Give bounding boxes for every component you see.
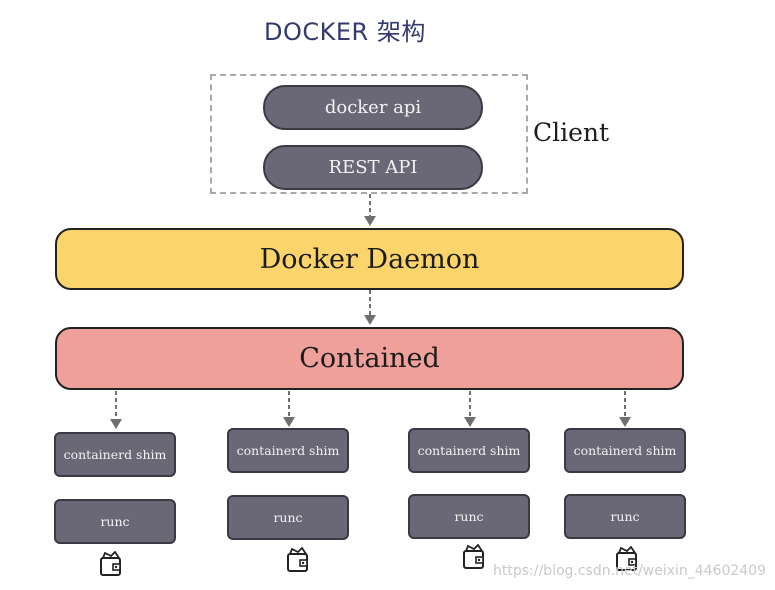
container-icon-1 (100, 551, 121, 576)
arrow-contained-to-shim-4 (619, 391, 631, 427)
container-icon-3 (463, 544, 484, 569)
arrow-contained-to-shim-1 (110, 391, 122, 429)
client-label: Client (533, 118, 610, 147)
arrow-contained-to-shim-2 (283, 391, 295, 427)
arrow-daemon-to-contained (364, 290, 376, 325)
container-icon-2 (287, 547, 308, 572)
runc-4: runc (564, 494, 686, 539)
docker-daemon-node: Docker Daemon (55, 228, 684, 290)
containerd-shim-3: containerd shim (408, 428, 530, 473)
watermark-url: https://blog.csdn.net/weixin_44602409 (493, 563, 767, 579)
containerd-shim-2: containerd shim (227, 428, 349, 473)
containerd-shim-1: containerd shim (54, 432, 176, 477)
runc-2: runc (227, 495, 349, 540)
runc-3: runc (408, 494, 530, 539)
rest-api-node: REST API (263, 145, 483, 190)
container-icon-4 (616, 546, 637, 571)
docker-api-node: docker api (263, 85, 483, 130)
contained-node: Contained (55, 327, 684, 390)
diagram-title: DOCKER 架构 (264, 18, 426, 46)
arrow-contained-to-shim-3 (464, 391, 476, 427)
arrow-client-to-daemon (364, 194, 376, 226)
client-group (210, 74, 528, 194)
containerd-shim-4: containerd shim (564, 428, 686, 473)
runc-1: runc (54, 499, 176, 544)
